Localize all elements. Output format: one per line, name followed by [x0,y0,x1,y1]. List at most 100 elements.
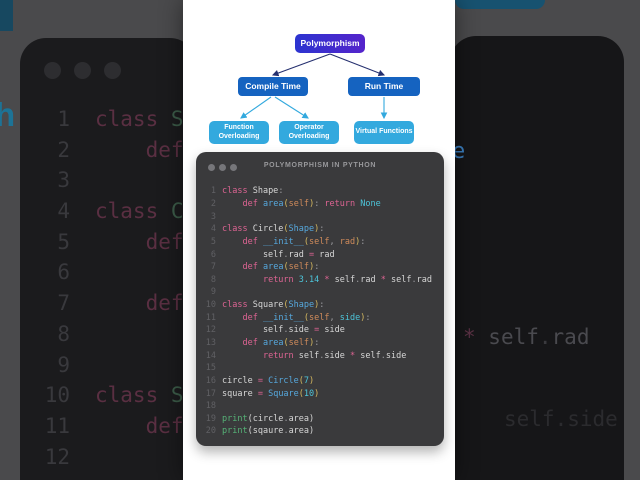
line-number: 2 [57,137,70,162]
code-line: 5 def __init__(self, rad): [196,236,444,249]
code-line: 11 def __init__(self, side): [196,311,444,324]
background-window-controls [44,62,121,79]
line-number: 12 [44,444,70,469]
code-line: 7 def area(self): [196,261,444,274]
line-number: 4 [210,224,216,235]
code-line: 13 def area(self): [196,337,444,350]
code-line: 1 class Shape: [196,185,444,198]
code-text: self.rad = rad [222,249,335,260]
code-text: def __init__(self, rad): [242,236,366,247]
line-number: 3 [57,168,70,193]
editor-title: POLYMORPHISM IN PYTHON [263,161,377,169]
line-number: 5 [57,229,70,254]
code-text: def area(self): [242,338,320,348]
line-number: 1 [210,186,216,197]
code-line: 11 def [20,411,196,442]
line-number: 9 [57,352,70,377]
code-text: print(sqaure.area) [222,426,315,437]
content-card: Polymorphism Compile Time Run Time Funct… [183,0,455,480]
code-line: 15 [196,362,444,375]
code-line: 8 [20,319,196,350]
code-line: 4 class Ci [20,196,196,227]
code-line: 4 class Circle(Shape): [196,223,444,236]
code-line: 6 self.rad = rad [196,248,444,261]
background-code-fragment: self.side [504,407,618,431]
code-line: 2 def [20,135,196,166]
code-text: class Ci [95,199,196,224]
code-line: 12 self.side = side [196,324,444,337]
code-text: class Circle(Shape): [222,224,325,235]
line-number: 13 [205,338,216,348]
code-line: 19 print(circle.area) [196,413,444,426]
line-number: 3 [210,211,216,222]
background-code-fragment: * self.rad [463,325,590,349]
window-dot-icon [230,164,237,171]
code-text: def area(self): [242,262,320,273]
code-line: 3 [196,210,444,223]
window-controls [208,164,237,171]
line-number: 6 [57,260,70,285]
code-line: 3 [20,165,196,196]
code-line: 6 [20,257,196,288]
background-diagram-box-fragment [0,0,13,31]
window-dot-icon [104,62,121,79]
code-line: 10 class Square(Shape): [196,299,444,312]
code-line: 2 def area(self): return None [196,198,444,211]
line-number: 5 [210,236,216,247]
code-line: 5 def [20,227,196,258]
line-number: 11 [44,413,70,438]
background-editor-right [450,36,624,480]
code-text: class Sc [95,383,196,408]
line-number: 10 [205,300,216,311]
code-text: square = Square(10) [222,388,320,399]
code-text: def area(self): return None [242,198,381,209]
diagram-node-run-time: Run Time [348,77,420,96]
code-line: 9 [20,350,196,381]
polymorphism-diagram: Polymorphism Compile Time Run Time Funct… [183,0,455,150]
line-number: 7 [57,291,70,316]
line-number: 20 [205,426,216,437]
line-number: 6 [210,249,216,260]
line-number: 8 [57,321,70,346]
diagram-arrows [240,53,388,120]
code-text: print(circle.area) [222,413,315,424]
editor-titlebar: POLYMORPHISM IN PYTHON [196,152,444,178]
line-number: 4 [57,199,70,224]
diagram-node-virtual-functions: Virtual Functions [354,121,414,144]
window-dot-icon [44,62,61,79]
line-number: 14 [205,350,216,361]
line-number: 11 [205,312,216,323]
diagram-node-compile-time: Compile Time [238,77,308,96]
code-text: return self.side * self.side [262,350,407,361]
code-line: 18 [196,400,444,413]
code-line: 14 return self.side * self.side [196,349,444,362]
line-number: 2 [210,198,216,209]
line-number: 18 [205,401,216,412]
code-text: circle = Circle(7) [222,375,315,386]
window-dot-icon [208,164,215,171]
code-text: class Shape: [222,186,284,197]
code-line: 10 class Sc [20,380,196,411]
code-text: class Square(Shape): [222,300,325,311]
code-line: 20 print(sqaure.area) [196,425,444,438]
diagram-node-operator-overloading: Operator Overloading [279,121,339,144]
line-number: 1 [57,107,70,131]
line-number: 19 [205,413,216,424]
line-number: 10 [44,383,70,408]
code-line: 9 [196,286,444,299]
line-number: 8 [210,274,216,285]
code-line: 7 def [20,288,196,319]
code-line: 8 return 3.14 * self.rad * self.rad [196,273,444,286]
code-text: def [145,229,184,254]
code-text: return 3.14 * self.rad * self.rad [262,274,432,285]
diagram-node-polymorphism: Polymorphism [295,34,365,53]
line-number: 17 [205,388,216,399]
code-text: self.side = side [222,325,345,336]
